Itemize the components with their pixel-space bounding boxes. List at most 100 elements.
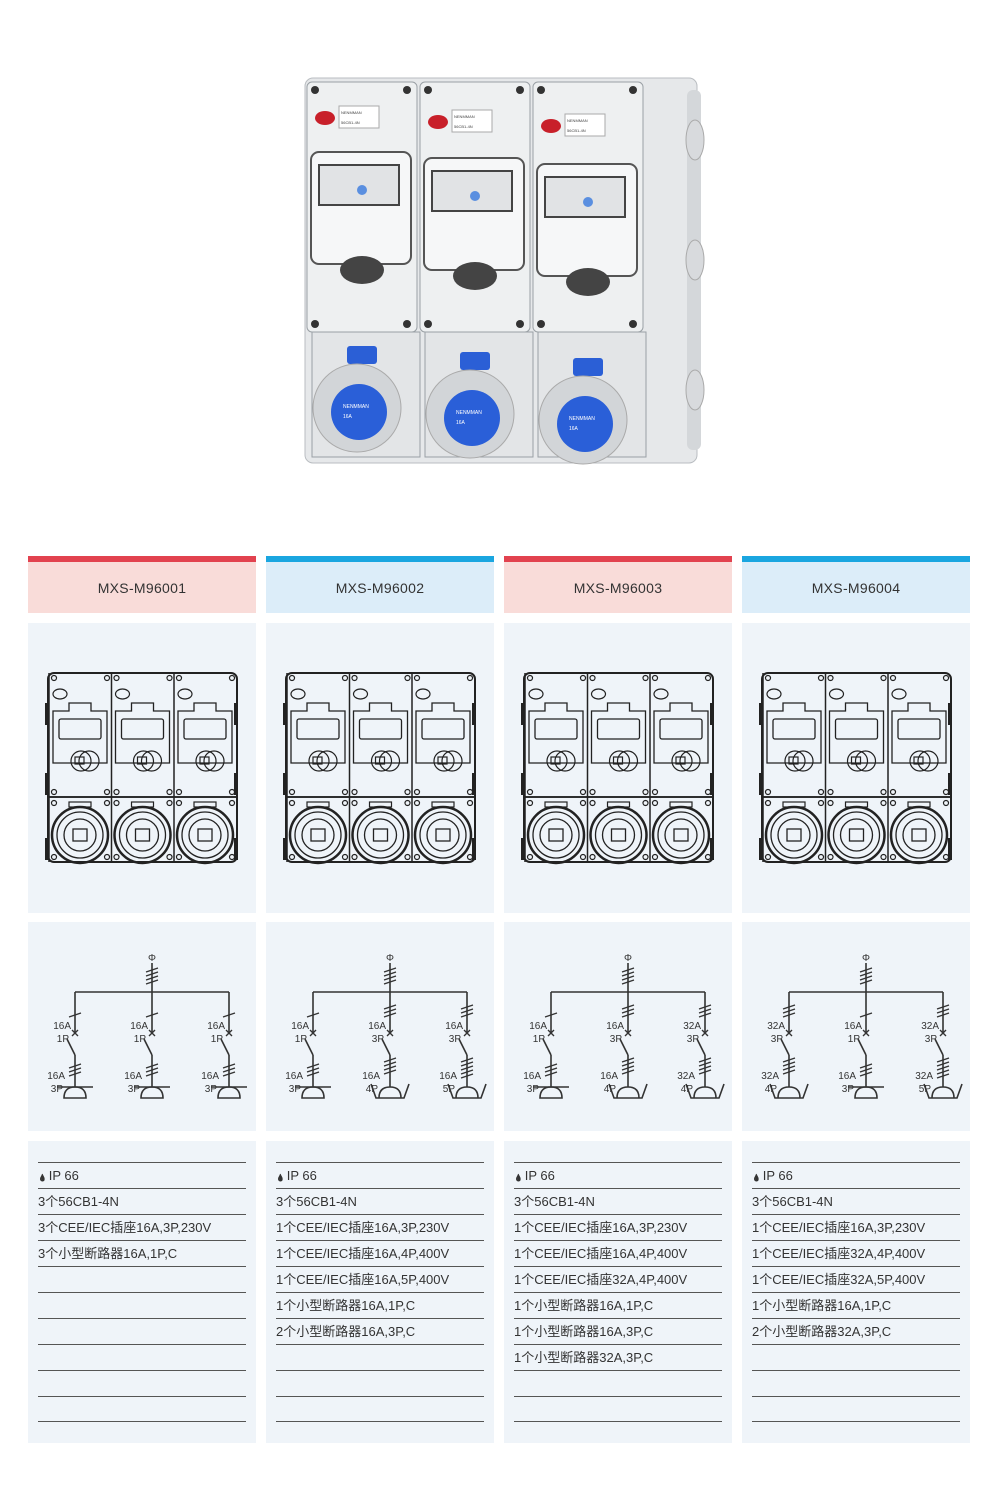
phase-symbol: Φ [386, 953, 394, 964]
svg-text:32A: 32A [677, 1071, 695, 1082]
spec-row: 2个小型断路器16A,3P,C [276, 1318, 484, 1344]
water-drops-icon: 💧 [38, 1175, 47, 1182]
svg-text:4P: 4P [366, 1084, 379, 1095]
svg-text:3P: 3P [289, 1084, 302, 1095]
svg-text:16A: 16A [285, 1071, 303, 1082]
spec-row: 1个小型断路器16A,1P,C [514, 1292, 722, 1318]
svg-text:3P: 3P [925, 1034, 938, 1045]
spec-row: 3个CEE/IEC插座16A,3P,230V [38, 1214, 246, 1240]
svg-text:32A: 32A [767, 1021, 785, 1032]
spec-row: 💧IP 66 [276, 1162, 484, 1188]
water-drops-icon: 💧 [514, 1175, 523, 1182]
svg-text:3P: 3P [205, 1084, 218, 1095]
spec-row: 1个小型断路器16A,1P,C [752, 1292, 960, 1318]
spec-text: 1个CEE/IEC插座32A,4P,400V [752, 1246, 926, 1261]
spec-text: 1个CEE/IEC插座16A,4P,400V [514, 1246, 688, 1261]
svg-text:3P: 3P [687, 1034, 700, 1045]
spec-row [38, 1318, 246, 1344]
svg-text:4P: 4P [604, 1084, 617, 1095]
spec-row [276, 1396, 484, 1422]
svg-text:16A: 16A [569, 426, 579, 432]
spec-text: IP 66 [762, 1168, 793, 1183]
spec-text: 1个CEE/IEC插座32A,5P,400V [752, 1272, 926, 1287]
spec-text: 3个56CB1-4N [276, 1194, 357, 1209]
front-view-drawing [283, 672, 476, 865]
svg-text:NENMMAN: NENMMAN [569, 416, 595, 422]
svg-text:4P: 4P [765, 1084, 778, 1095]
spec-row: 1个CEE/IEC插座16A,3P,230V [752, 1214, 960, 1240]
spec-row: 3个56CB1-4N [514, 1188, 722, 1214]
svg-text:16A: 16A [201, 1071, 219, 1082]
model-header: MXS-M96004 [742, 556, 970, 613]
svg-text:3P: 3P [449, 1034, 462, 1045]
svg-text:1P: 1P [848, 1034, 861, 1045]
spec-row [38, 1266, 246, 1292]
spec-text: 3个CEE/IEC插座16A,3P,230V [38, 1220, 212, 1235]
svg-text:16A: 16A [130, 1021, 148, 1032]
spec-row: 3个56CB1-4N [276, 1188, 484, 1214]
spec-text: 1个CEE/IEC插座32A,4P,400V [514, 1272, 688, 1287]
spec-text: IP 66 [48, 1168, 79, 1183]
spec-row [276, 1344, 484, 1370]
svg-text:3P: 3P [372, 1034, 385, 1045]
svg-text:3P: 3P [610, 1034, 623, 1045]
spec-text: 3个小型断路器16A,1P,C [38, 1246, 178, 1261]
spec-row: 💧IP 66 [752, 1162, 960, 1188]
svg-text:3P: 3P [771, 1034, 784, 1045]
spec-row: 💧IP 66 [514, 1162, 722, 1188]
spec-text: 2个小型断路器16A,3P,C [276, 1324, 416, 1339]
spec-text: 1个CEE/IEC插座16A,3P,230V [276, 1220, 450, 1235]
svg-text:56CB1-4N: 56CB1-4N [341, 120, 360, 125]
front-view-panel [504, 623, 732, 913]
svg-text:32A: 32A [761, 1071, 779, 1082]
svg-text:16A: 16A [844, 1021, 862, 1032]
spec-row: 1个CEE/IEC插座32A,4P,400V [752, 1240, 960, 1266]
svg-text:16A: 16A [456, 420, 466, 426]
svg-text:16A: 16A [529, 1021, 547, 1032]
front-view-drawing [759, 672, 952, 865]
svg-text:16A: 16A [291, 1021, 309, 1032]
svg-text:NENMMAN: NENMMAN [567, 118, 588, 123]
spec-text: 1个CEE/IEC插座16A,4P,400V [276, 1246, 450, 1261]
spec-text: 1个小型断路器16A,1P,C [514, 1298, 654, 1313]
spec-row [38, 1370, 246, 1396]
svg-text:3P: 3P [842, 1084, 855, 1095]
svg-text:32A: 32A [921, 1021, 939, 1032]
spec-row [514, 1370, 722, 1396]
spec-row [514, 1396, 722, 1422]
spec-row: 3个小型断路器16A,1P,C [38, 1240, 246, 1266]
phase-symbol: Φ [624, 953, 632, 964]
spec-row: 1个小型断路器16A,3P,C [514, 1318, 722, 1344]
spec-text: 2个小型断路器32A,3P,C [752, 1324, 892, 1339]
svg-text:5P: 5P [919, 1084, 932, 1095]
spec-text: 1个CEE/IEC插座16A,3P,230V [752, 1220, 926, 1235]
svg-text:56CB1-4N: 56CB1-4N [454, 124, 473, 129]
spec-row: 3个56CB1-4N [38, 1188, 246, 1214]
spec-row: 1个CEE/IEC插座16A,4P,400V [514, 1240, 722, 1266]
svg-text:1P: 1P [57, 1034, 70, 1045]
spec-row: 1个CEE/IEC插座16A,3P,230V [276, 1214, 484, 1240]
svg-text:16A: 16A [53, 1021, 71, 1032]
svg-text:32A: 32A [683, 1021, 701, 1032]
spec-text: IP 66 [524, 1168, 555, 1183]
svg-text:16A: 16A [47, 1071, 65, 1082]
spec-row: 💧IP 66 [38, 1162, 246, 1188]
spec-text: 1个小型断路器32A,3P,C [514, 1350, 654, 1365]
spec-row: 2个小型断路器32A,3P,C [752, 1318, 960, 1344]
